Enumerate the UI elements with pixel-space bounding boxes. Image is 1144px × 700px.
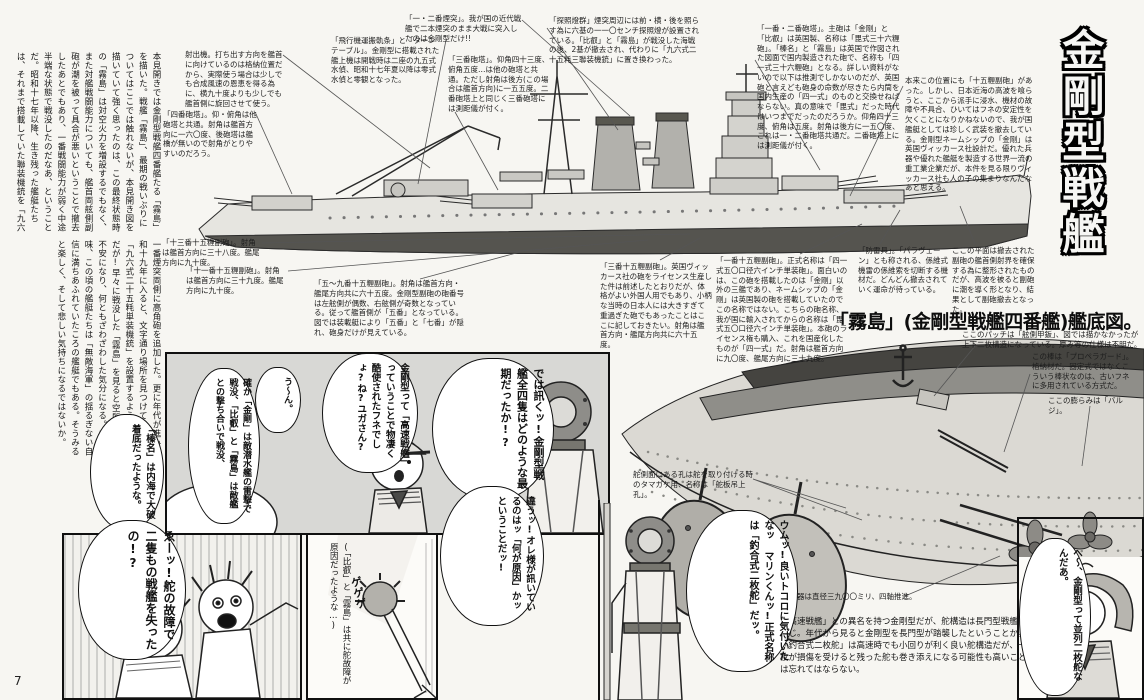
bubble-haruna: 「榛名」は内海で大破着底だったような。 <box>90 414 164 530</box>
side-armor-patch <box>916 388 950 411</box>
panel-answer-art <box>603 503 683 700</box>
callout-funnels: 「一・二番煙突」。我が国の近代戦艦で二本煙突のまま大戦に突入したのは金剛型だけ!… <box>405 14 522 43</box>
diver-suit-yuga-standing <box>611 516 683 700</box>
panel-aside-art <box>328 535 436 698</box>
callout-rudder-holes: 舵側面にある孔は舵を取り付ける時のタマガケ用、名称は「舵板吊上孔」。 <box>633 470 753 499</box>
callout-turret-3: 「三番砲塔」。仰角四十三度、俯角五度…は他の砲塔と共通。ただし射角は後方(この場… <box>448 55 550 113</box>
callout-propellers: 推進器は直径三九〇〇ミリ、四軸推進。 <box>782 592 917 601</box>
callout-secondary-5-9: 「五〜九番十五糎副砲」。射角は艦首方向・艦尾方向共に六十五度。金剛型副砲の砲番号… <box>314 279 464 337</box>
rudder-structure-note: 「高速戦艦」との異名を持つ金剛型だが、舵構造は長門型戦艦と同じ。年代から見ると金… <box>780 617 1027 676</box>
callout-leader-lines <box>255 19 1091 597</box>
bubble-hee: へ〜、金剛型って並列二枚舵なんだあ。 <box>1019 538 1091 696</box>
callout-removed-secondary-gun: 本来この位置にも「十五糎副砲」があった。しかし、日本近海の高波を喰らうと、ここか… <box>905 76 1033 193</box>
page-number: 7 <box>14 674 22 688</box>
manga-panel-answer <box>602 503 694 700</box>
page-title-kongo-class: 金剛型戦艦 <box>1056 28 1105 258</box>
bubble-dewakiku: では訊くッ!金剛型戦艦全四隻はどのような最期だったか!? <box>432 358 554 500</box>
propeller-guard <box>937 429 1009 473</box>
callout-paravane: 「防雷具」。「パラヴェーン」とも称される、係維式機雷の係維索を切断する機材だ。ど… <box>858 246 948 294</box>
callout-secondary-3: 「三番十五糎副砲」。英国ヴィッカース社の砲をライセンス生産した件は前述したとおり… <box>600 262 712 349</box>
callout-propeller-guard: この棒は「プロペラガード」。格納材だ。固定式ではなくこういう棒状なのは、古いフネ… <box>1032 352 1134 391</box>
bubble-kongogata: 金剛型って「高速戦艦」っていうことで物凄く酷使されたフネでしょ?ね?ユガさん? <box>322 353 418 473</box>
callout-secondary-11: 「十一番十五糎副砲」。射角は艦首方向に三十九度。艦尾方向に九十度。 <box>186 266 284 295</box>
shocked-girl-2 <box>191 560 299 698</box>
bubble-umu: ウムッ!良いトコロに気付いたなッ マリンくんッ!正式名称は「釣合式二枚舵」だッ。 <box>686 510 798 672</box>
callout-secondary-13: 「十三番十五糎副砲」。射角は艦首方向に三十八度。艦尾方向に九十度。 <box>162 238 260 267</box>
essay-column-bottom: 一番煙突両側に高角砲を追加した。更に年代が進み昭和十九年に入ると、文字通り場所を… <box>55 240 161 458</box>
aside-hiei-kirishima: (「比叡」と「霧島」は共に舵故障が原因だったような…) <box>328 543 351 685</box>
manga-panel-aside <box>306 533 438 700</box>
callout-main-turrets-1-2: 「一番・二番砲塔」。主砲は「金剛」と「比叡」は英国製、名称は「毘式三十六糎砲」。… <box>757 24 900 150</box>
callout-bulge: ここの膨らみは「バルジ」。 <box>1048 396 1123 415</box>
callout-catapult: 射出機。打ち出す方向を艦首に向けているのは格納位置だから、実際使う場合は少しでも… <box>185 50 283 108</box>
keel-diagram-heading: 「霧島」(金剛型戦艦四番艦)艦底図。 <box>829 311 1143 333</box>
callout-aircraft-rail: 「飛行機運搬軌条」と「ターンテーブル」。金剛型に搭載された艦上機は開戦時は二座の… <box>331 36 440 84</box>
callout-side-armor-patch: ここのパッチは「舷側甲鈑」、図では描かなかったが上下二枚構造になっている。厚み等… <box>962 330 1142 349</box>
essay-column-top: 本見開きでは金剛型戦艦四番艦たる「霧島」を描いた。戦艦「霧島」、最期の戦いぶりに… <box>16 52 161 232</box>
bubble-ee: ゑーッ!舵の故障で二隻もの戦艦を失ったの!? <box>78 520 186 660</box>
callout-deck-plane: ここの平面は撤去された副砲の艦首側射界を確保する為に整形されたものだが、高波を被… <box>952 246 1035 314</box>
anchor-icon <box>892 344 914 388</box>
robot-arm <box>355 573 436 698</box>
callout-secondary-1: 「一番十五糎副砲」。正式名称は「四一式五〇口径六インチ単装砲」。面白いのは、この… <box>716 256 848 363</box>
callout-searchlights: 「探照燈群」煙突周辺には前・横・後を照らす為に六基の一一〇センチ探照燈が設置され… <box>549 16 699 64</box>
battleship-side-view <box>198 60 1032 255</box>
bubble-un: う〜ん。 <box>255 367 301 433</box>
callout-turret-4: 「四番砲塔」。仰・俯角は他砲塔と共通。射角は艦首方向に一六〇度、後砲塔は艦橋が無… <box>163 110 257 158</box>
bubble-tashika: 確か「金剛」は敵潜水艦の雷撃で戦没、「比叡」と「霧島」は敵艦との撃ち合いで戦没、 <box>188 368 260 524</box>
manga-panel-answer-border <box>598 500 600 700</box>
bubble-chigau: 違うッ!オレ様が訊いているのはッ「何が原因」かッということだッ! <box>440 486 544 626</box>
